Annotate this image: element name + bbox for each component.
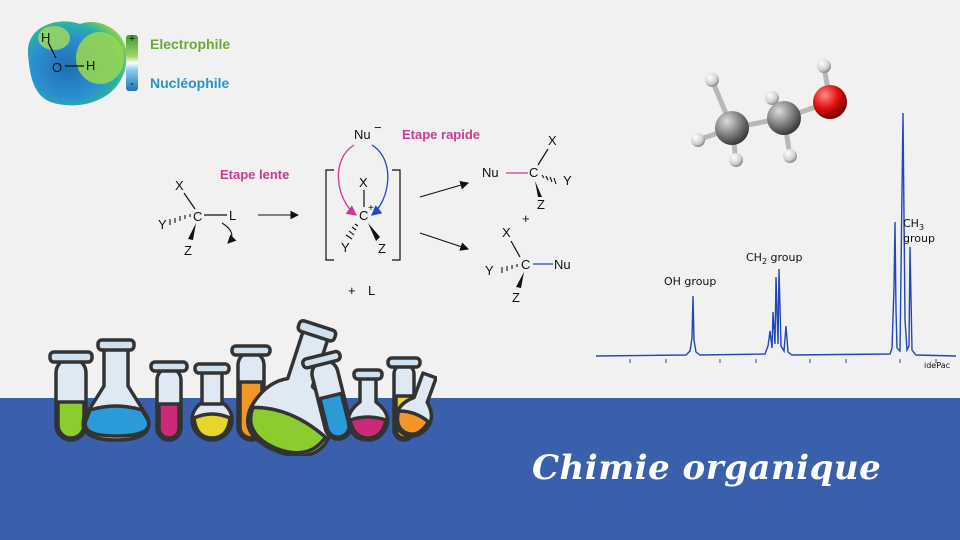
slow-step-label: Etape lente [220,167,289,182]
substrate-x: X [175,178,184,193]
ch2-group-label: CH2 group [746,251,803,266]
released-plus: + [348,283,356,298]
water-h1: H [41,30,50,45]
substrate-leaving-group: L [229,208,236,223]
product1-y: Y [563,173,572,188]
spectrum-trace [595,112,957,357]
substrate-z: Z [184,243,192,258]
water-potential-map-icon: H O H [27,21,127,106]
product2-y: Y [485,263,494,278]
minus-sign: - [130,78,134,90]
substrate-y: Y [158,217,167,232]
product1-x: X [548,133,557,148]
nmr-spectrum: OH group CH2 group CH3 group idePac [595,112,957,370]
products-plus: + [522,211,530,226]
product2-x: X [502,225,511,240]
water-h2: H [86,58,95,73]
nucleophile-label: Nu [354,127,371,142]
cation-carbon: C [359,208,368,223]
oh-group-label: OH group [664,275,716,288]
cation-z: Z [378,241,386,256]
plus-sign: + [128,33,136,45]
electrophile-label: Electrophile [150,36,231,52]
product2-nu: Nu [554,257,571,272]
laboratory-glassware-illustration [48,318,437,456]
nucleophile-charge: − [374,120,382,135]
water-o: O [52,60,62,75]
product1-carbon: C [529,165,538,180]
credit-text: idePac [924,361,950,370]
ethanol-molecule-model [691,59,847,167]
ch3-group-label-line2: group [903,232,935,245]
product2-z: Z [512,290,520,305]
nucleophile-label: Nucléophile [150,75,230,91]
spectrum-ticks [629,359,937,363]
cation-charge: + [368,203,374,214]
product1-nu: Nu [482,165,499,180]
released-leaving-group: L [368,283,375,298]
fast-step-label: Etape rapide [402,127,480,142]
sn1-mechanism-diagram: X C L Y Z Etape lente X C + Y Z Nu − Eta… [158,120,572,305]
product2-carbon: C [521,257,530,272]
potential-scale-bar [126,35,138,91]
substrate-carbon: C [193,209,202,224]
cation-x: X [359,175,368,190]
ch3-group-label: CH3 [903,217,924,232]
product1-z: Z [537,197,545,212]
cation-y: Y [341,240,350,255]
slide-title: Chimie organique [532,448,882,488]
